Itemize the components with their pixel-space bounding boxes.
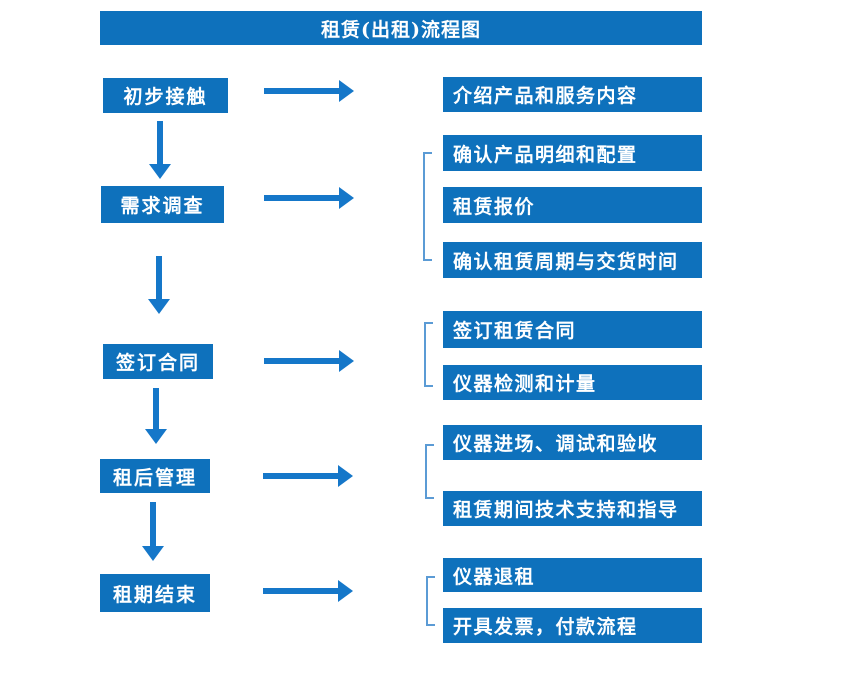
down-arrow-icon [149,121,171,179]
detail-box-sign-rental-contract: 签订租赁合同 [443,311,702,348]
right-arrow-icon [263,580,353,602]
detail-box-instrument-setup-acceptance: 仪器进场、调试和验收 [443,425,702,460]
arrow-head [339,80,354,102]
arrow-shaft [264,358,341,364]
step-box-sign-contract: 签订合同 [103,344,213,379]
arrow-shaft [153,388,159,431]
right-arrow-icon [264,187,354,209]
flowchart-title: 租赁(出租)流程图 [100,11,702,45]
right-arrow-icon [264,80,354,102]
arrow-head [339,350,354,372]
arrow-shaft [264,88,341,94]
step-box-initial-contact: 初步接触 [103,78,228,113]
arrow-head [149,164,171,179]
arrow-head [148,299,170,314]
arrow-shaft [264,195,341,201]
group-bracket [423,152,432,261]
group-bracket [426,576,435,626]
arrow-head [338,580,353,602]
detail-box-instrument-return: 仪器退租 [443,558,702,592]
arrow-head [142,546,164,561]
arrow-shaft [263,473,340,479]
detail-box-confirm-product-config: 确认产品明细和配置 [443,135,702,171]
down-arrow-icon [142,502,164,561]
group-bracket [424,322,433,387]
group-bracket [425,444,434,499]
arrow-head [338,465,353,487]
right-arrow-icon [264,350,354,372]
right-arrow-icon [263,465,353,487]
detail-box-instrument-testing: 仪器检测和计量 [443,365,702,400]
down-arrow-icon [148,256,170,314]
detail-box-introduce-products: 介绍产品和服务内容 [443,77,702,112]
detail-box-invoice-payment: 开具发票，付款流程 [443,608,702,643]
arrow-shaft [263,588,340,594]
detail-box-technical-support: 租赁期间技术支持和指导 [443,491,702,526]
arrow-shaft [150,502,156,548]
detail-box-rental-quotation: 租赁报价 [443,187,702,223]
down-arrow-icon [145,388,167,444]
arrow-head [339,187,354,209]
arrow-shaft [157,121,163,166]
step-box-post-rental-management: 租后管理 [100,459,210,493]
step-box-demand-survey: 需求调查 [101,186,224,223]
arrow-head [145,429,167,444]
arrow-shaft [156,256,162,301]
step-box-rental-end: 租期结束 [100,574,210,612]
detail-box-confirm-period-delivery: 确认租赁周期与交货时间 [443,242,702,278]
